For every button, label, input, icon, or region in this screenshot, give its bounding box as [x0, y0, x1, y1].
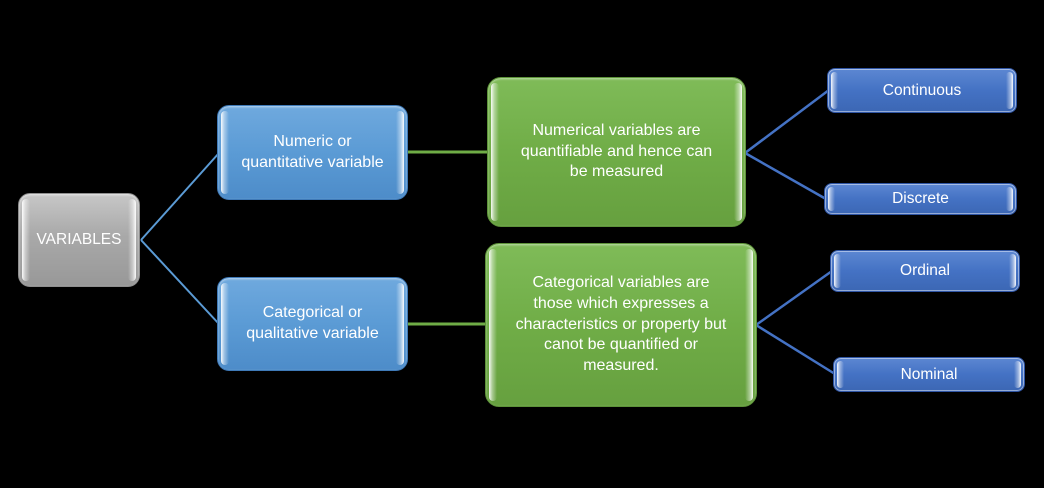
node-numeric-description: Numerical variables are quantifiable and…	[487, 77, 746, 227]
connector-root-numeric	[140, 152, 220, 241]
node-variables: VARIABLES	[18, 193, 140, 287]
node-categorical-description-label: Categorical variables are those which ex…	[515, 274, 727, 375]
connector-root-categorical	[140, 239, 220, 325]
node-numeric-variable: Numeric or quantitative variable	[217, 105, 408, 200]
node-numeric-description-label: Numerical variables are quantifiable and…	[520, 121, 713, 181]
node-categorical-variable: Categorical or qualitative variable	[217, 277, 408, 371]
node-discrete-label: Discrete	[892, 190, 949, 207]
connector-description-ordinal	[755, 269, 833, 327]
node-categorical-description: Categorical variables are those which ex…	[485, 243, 757, 407]
node-numeric-variable-label: Numeric or quantitative variable	[241, 132, 384, 171]
node-nominal-label: Nominal	[900, 365, 958, 383]
connector-description-discrete	[744, 151, 827, 201]
node-ordinal-label: Ordinal	[900, 262, 950, 279]
node-ordinal: Ordinal	[830, 250, 1020, 292]
node-discrete: Discrete	[824, 183, 1017, 215]
node-categorical-variable-label: Categorical or qualitative variable	[246, 304, 379, 342]
node-nominal: Nominal	[833, 357, 1025, 392]
node-variables-label: VARIABLES	[36, 231, 122, 248]
connector-description-continuous	[744, 89, 830, 154]
node-continuous: Continuous	[827, 68, 1017, 113]
connector-description-nominal	[755, 323, 836, 376]
node-continuous-label: Continuous	[882, 81, 962, 99]
